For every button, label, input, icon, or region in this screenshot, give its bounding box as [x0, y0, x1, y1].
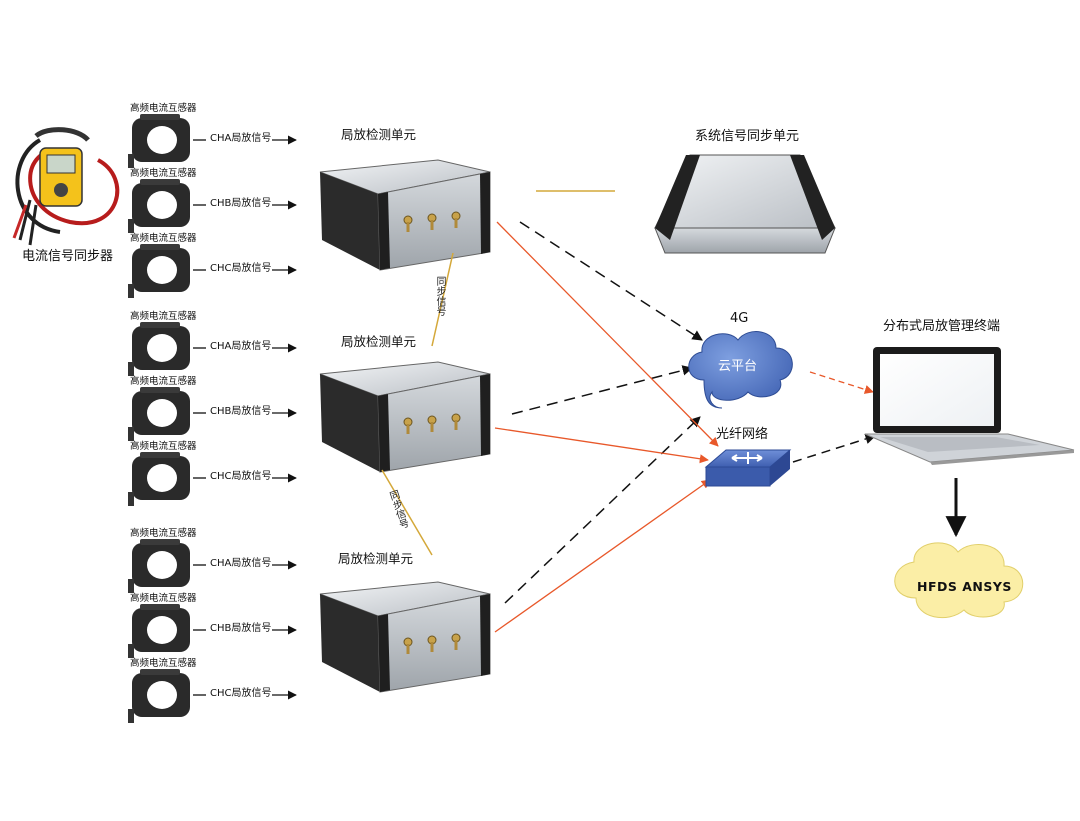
sync-link-label-1: 同步信号	[434, 276, 445, 316]
sync-unit-label: 系统信号同步单元	[695, 129, 800, 144]
software-label: HFDS ANSYS	[917, 579, 1012, 594]
current-clamp-icon	[12, 127, 120, 246]
signal-label: CHB局放信号	[210, 623, 272, 634]
ct-sensor-label: 高频电流互感器	[130, 168, 197, 179]
software-cloud-icon	[894, 542, 1024, 619]
ct-sensor-icon	[128, 669, 190, 723]
network-switch-icon	[704, 449, 792, 487]
fiber-link-u2-switch	[494, 427, 709, 464]
unit-label-1: 局放检测单元	[341, 127, 417, 142]
signal-label: CHB局放信号	[210, 198, 272, 209]
ct-sensor-label: 高频电流互感器	[130, 441, 197, 452]
fiber-link-u1-switch	[496, 221, 719, 447]
detection-unit-icon	[319, 581, 491, 693]
ct-sensor-label: 高频电流互感器	[130, 528, 197, 539]
dashed-link-u3-cloud	[504, 416, 701, 604]
laptop-icon	[864, 347, 1075, 465]
fiber-link-u3-switch	[494, 479, 711, 633]
unit-label-3: 局放检测单元	[338, 551, 414, 566]
ct-sensor-icon	[128, 604, 190, 658]
terminal-label: 分布式局放管理终端	[883, 319, 1001, 334]
signal-label: CHB局放信号	[210, 406, 272, 417]
signal-arrow-group	[193, 135, 297, 700]
detection-unit-icon	[319, 159, 491, 271]
ct-sensor-icon	[128, 244, 190, 298]
ct-sensor-label: 高频电流互感器	[130, 233, 197, 244]
ct-sensor-icon	[128, 114, 190, 168]
cloud-4g-label: 4G	[730, 311, 749, 326]
signal-label: CHC局放信号	[210, 688, 272, 699]
signal-label: CHA局放信号	[210, 341, 272, 352]
detection-unit-icon	[319, 361, 491, 473]
signal-label: CHA局放信号	[210, 133, 272, 144]
ct-sensor-icon	[128, 452, 190, 506]
cloud-icon	[688, 331, 793, 409]
dashed-link-u2-cloud	[511, 365, 694, 415]
sensor-label: 电流信号同步器	[22, 249, 114, 264]
dashed-link-switch-terminal	[792, 433, 877, 463]
signal-label: CHC局放信号	[210, 471, 272, 482]
dashed-link-u1-cloud	[519, 221, 703, 341]
signal-label: CHA局放信号	[210, 558, 272, 569]
network-label: 光纤网络	[716, 427, 769, 442]
ct-sensor-icon	[128, 539, 190, 593]
ct-sensor-label: 高频电流互感器	[130, 376, 197, 387]
ct-sensor-icon	[128, 387, 190, 441]
detection-unit-group	[319, 159, 491, 693]
signal-label: CHC局放信号	[210, 263, 272, 274]
ct-sensor-label: 高频电流互感器	[130, 103, 197, 114]
cloud-inner-label: 云平台	[718, 359, 758, 374]
ct-sensor-label: 高频电流互感器	[130, 658, 197, 669]
ct-sensor-icon	[128, 322, 190, 376]
ct-sensor-label: 高频电流互感器	[130, 311, 197, 322]
unit-label-2: 局放检测单元	[341, 334, 417, 349]
ct-sensor-group	[128, 114, 190, 723]
sync-line-2	[381, 469, 433, 556]
sync-unit-icon	[654, 154, 836, 254]
ct-sensor-icon	[128, 179, 190, 233]
ct-sensor-label: 高频电流互感器	[130, 593, 197, 604]
fiber-link-cloud-terminal	[809, 371, 874, 394]
sync-line-1	[431, 252, 454, 347]
